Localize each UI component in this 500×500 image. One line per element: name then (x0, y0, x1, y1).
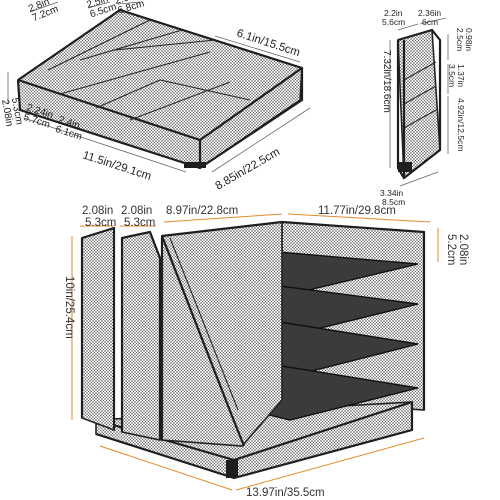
main-desk-organizer: 2.08in 5.3cm 2.08in 5.3cm 8.97in/22.8cm … (63, 205, 469, 499)
organizer-left-frame-2 (120, 230, 162, 440)
holder-divider-1 (403, 61, 437, 81)
tray-dim-height: 2.08in 5.3cm (0, 97, 25, 130)
organizer-diagonal-rail (160, 235, 246, 447)
holder-dim-height: 7.32in/18.6cm (381, 50, 392, 113)
organizer-dim-length: 13.97in/35.5cm (246, 487, 325, 499)
holder-dim-base: 3.34in 8.5cm (380, 188, 406, 207)
vertical-file-holder: 2.2in 5.6cm 2.36in 6cm 0.98in 2.5cm 7.32… (380, 8, 474, 207)
organizer-dimension-lines (71, 213, 439, 491)
holder-dim-depth: 2.2in 5.6cm (382, 8, 405, 27)
organizer-diagonal-rail-inner (169, 237, 239, 411)
holder-dim-slot-gap: 1.37in 3.5cm (447, 64, 466, 90)
organizer-base-bottom (95, 402, 414, 480)
holder-dim-top-slot: 0.98in 2.5cm (455, 28, 474, 54)
tray-divider-5 (129, 81, 231, 121)
organizer-foot (226, 460, 238, 478)
holder-dimension-lines (389, 17, 449, 187)
tray-foot (184, 162, 206, 168)
tray-divider-3 (114, 39, 216, 51)
organizer-dim-height: 10in/25.4cm (63, 276, 75, 339)
holder-divider-2 (403, 85, 437, 105)
tray-dim-compartment-1: 2.8in 7.2cm (27, 0, 60, 24)
holder-divider-3 (403, 109, 437, 129)
organizer-dim-left-section-2: 2.08in 5.3cm (121, 205, 156, 229)
holder-dim-lower-height: 4.92in/12.5cm (456, 98, 466, 151)
organizer-left-section-1 (81, 226, 115, 432)
organizer-left-section-2 (121, 231, 161, 441)
holder-dim-top-width: 2.36in 6cm (418, 8, 444, 27)
organizer-middle-section (161, 221, 283, 447)
organizer-dim-back-width: 11.77in/29.8cm (318, 205, 396, 217)
organizer-dim-left-section-1: 2.08in 5.3cm (82, 205, 117, 229)
organizer-dim-middle-width: 8.97in/22.8cm (166, 205, 238, 217)
tray-divider-1 (47, 19, 151, 71)
organizer-dim-shelf-gap: 2.08in 5.2cm (445, 234, 469, 269)
tray-divider-4 (95, 79, 251, 109)
holder-foot (398, 162, 412, 172)
drawer-organizer-tray (7, 1, 311, 173)
tray-dimension-lines (7, 1, 311, 173)
tray-divider-long (59, 51, 211, 95)
tray-dim-length: 11.5in/29.1cm (81, 149, 153, 182)
organizer-left-frame-1 (80, 226, 116, 430)
organizer-back-frame (281, 220, 426, 410)
tray-divider-2 (79, 29, 183, 61)
